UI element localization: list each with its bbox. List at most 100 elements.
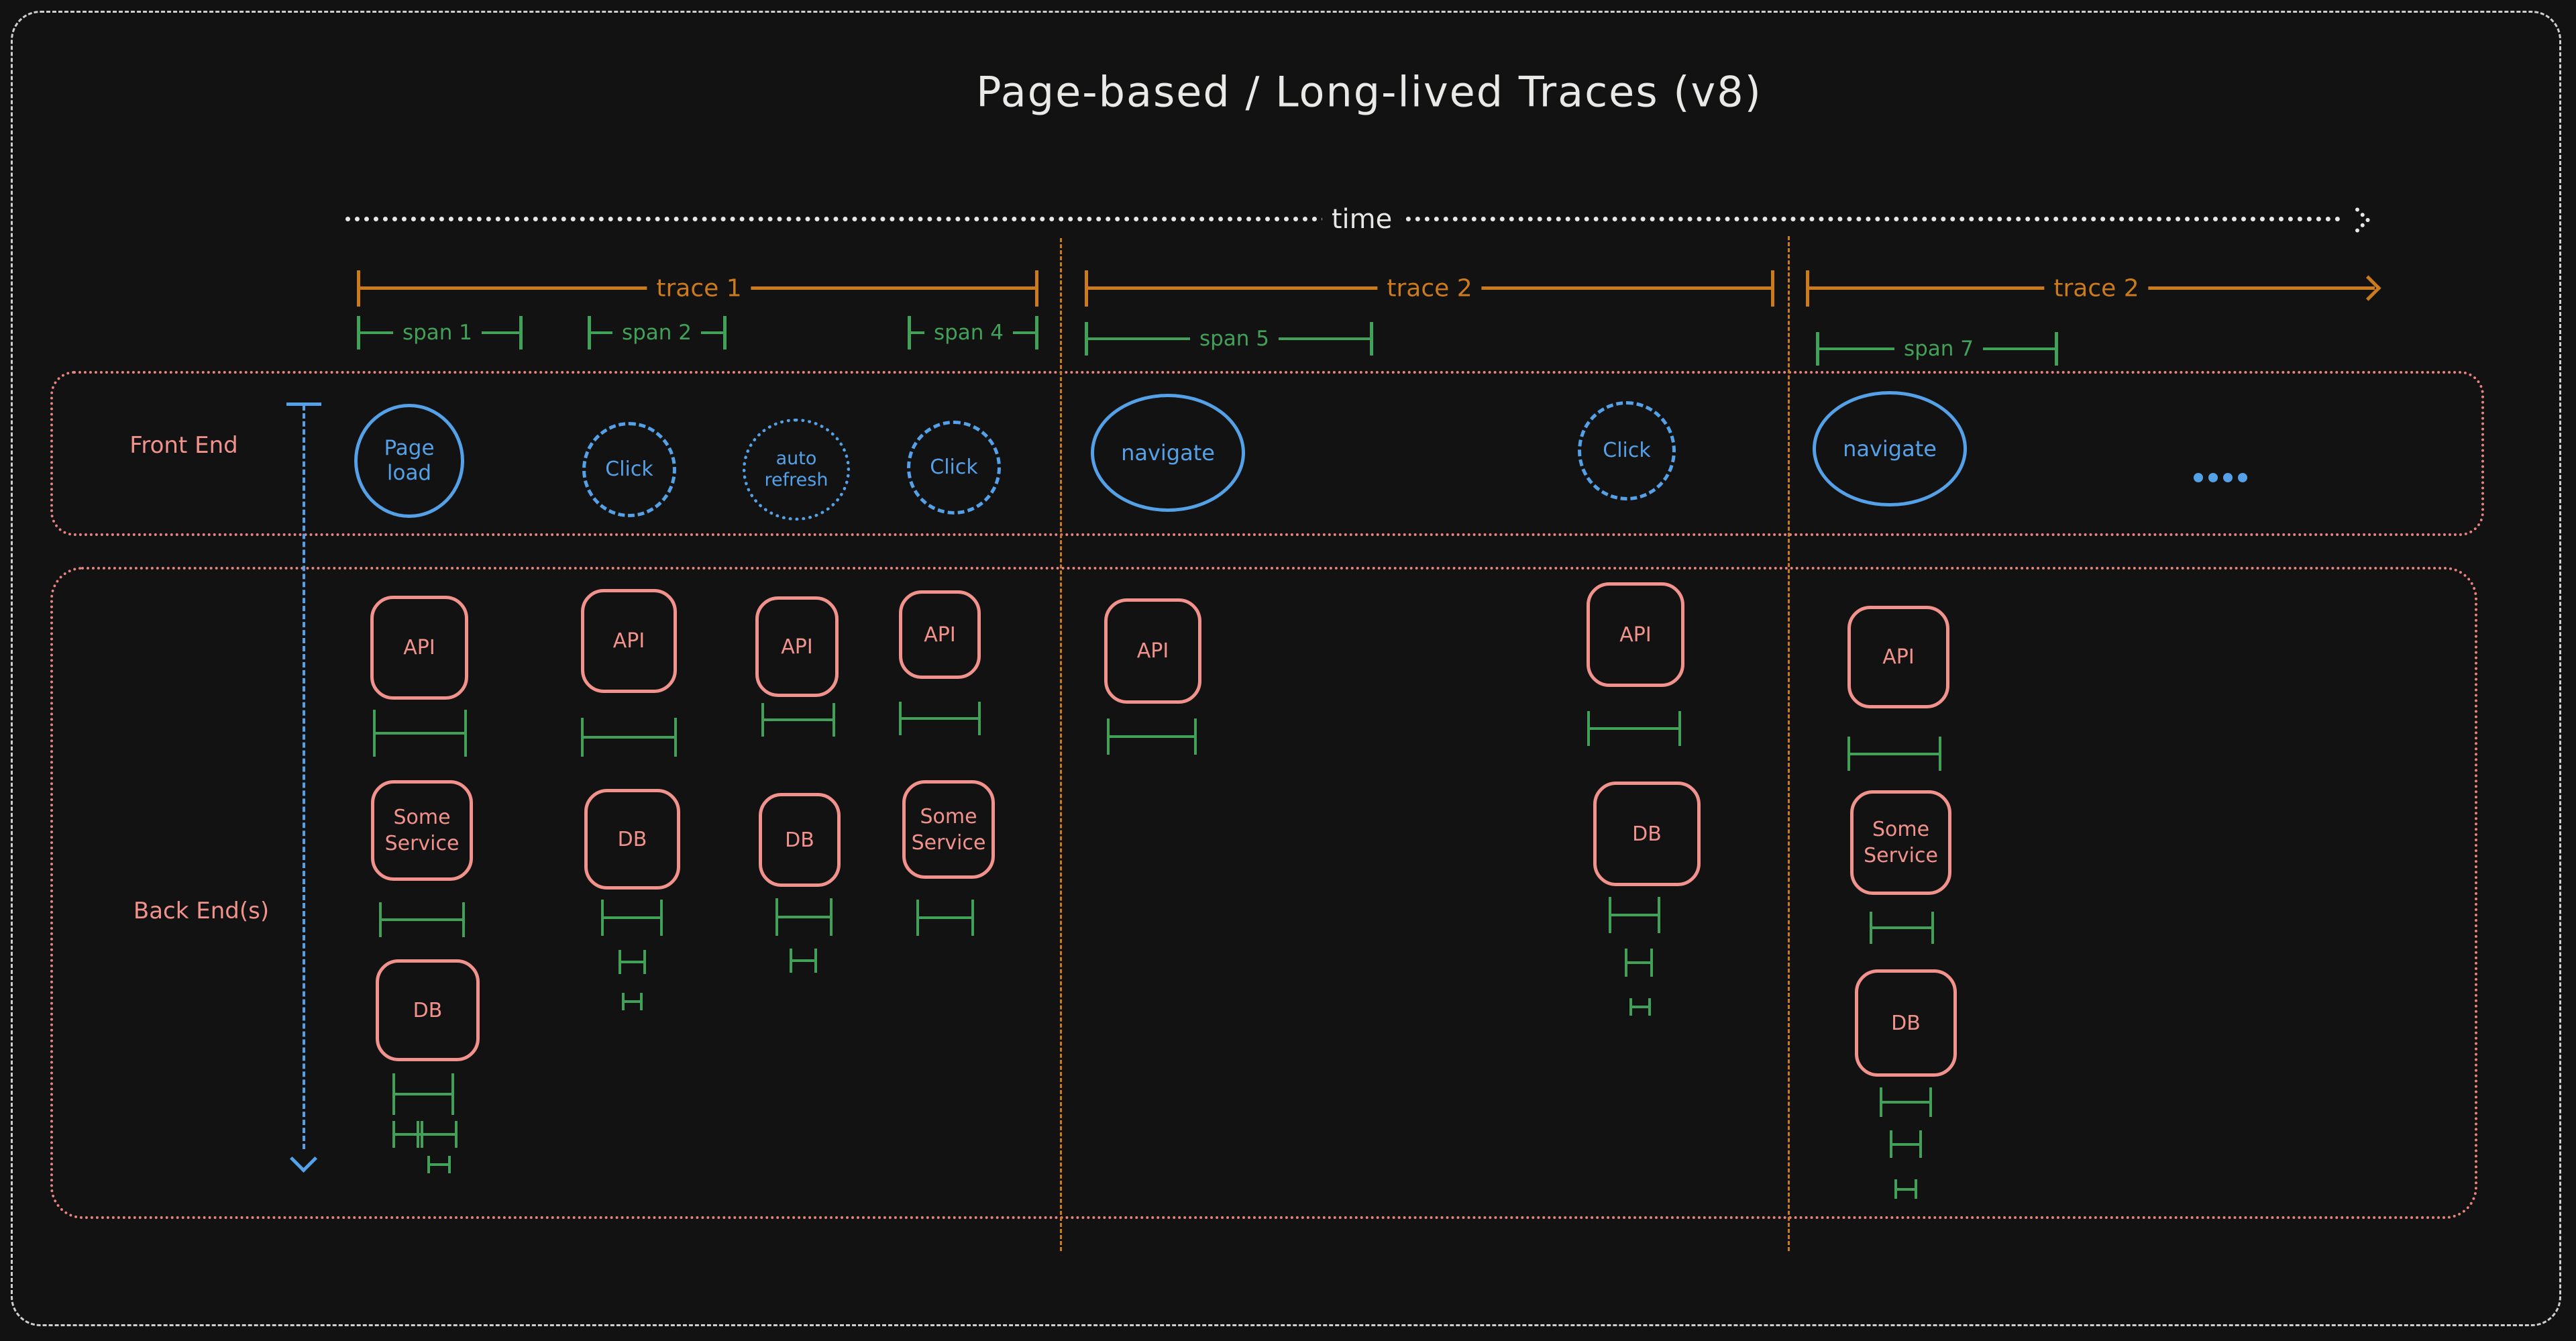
backend-span-line bbox=[419, 1133, 455, 1136]
span-bracket: span 4 bbox=[908, 316, 1038, 350]
ellipsis-dot bbox=[2223, 473, 2233, 482]
backend-box-label: API bbox=[1619, 623, 1652, 647]
backend-span-line bbox=[1882, 1101, 1929, 1104]
frontend-event-label: Click bbox=[930, 455, 978, 479]
backend-box-api: API bbox=[1104, 598, 1201, 704]
backend-span-bracket bbox=[601, 900, 663, 936]
backend-span-bracket bbox=[1625, 949, 1653, 977]
backend-span-bracket bbox=[581, 718, 677, 757]
backend-box-label: Service bbox=[384, 832, 460, 855]
backend-span-bracket bbox=[899, 702, 981, 735]
frontend-event-label: navigate bbox=[1121, 439, 1215, 466]
span-bracket: span 1 bbox=[357, 316, 523, 350]
backend-span-bracket bbox=[1107, 718, 1197, 755]
backend-span-line bbox=[1897, 1188, 1915, 1191]
backend-box-label: DB bbox=[785, 828, 814, 852]
backend-span-line bbox=[382, 918, 462, 921]
backend-span-line bbox=[604, 916, 660, 919]
backend-span-bracket bbox=[1890, 1130, 1922, 1158]
backend-box-label: DB bbox=[617, 827, 647, 851]
backend-span-line bbox=[1590, 727, 1678, 730]
backend-span-bracket bbox=[1894, 1179, 1917, 1199]
backend-box-label: DB bbox=[1891, 1011, 1921, 1035]
backend-span-line bbox=[584, 736, 674, 739]
backend-box-api: API bbox=[755, 596, 839, 697]
backend-box-label: API bbox=[924, 623, 956, 647]
frontend-event-click: Click bbox=[907, 421, 1001, 515]
backend-span-line bbox=[1632, 1006, 1648, 1008]
backend-span-bracket bbox=[427, 1156, 451, 1173]
frontend-event-label: Page bbox=[384, 435, 435, 460]
backend-box-api: API bbox=[1847, 606, 1949, 708]
trace-separator-line bbox=[1060, 238, 1062, 1251]
backend-box-api: API bbox=[1587, 582, 1684, 687]
backend-span-line bbox=[1611, 914, 1658, 916]
backend-box-label: DB bbox=[1632, 822, 1662, 846]
backend-span-bracket bbox=[417, 1121, 458, 1148]
backend-span-line bbox=[1110, 735, 1194, 738]
backend-span-line bbox=[1872, 926, 1931, 929]
backend-span-bracket bbox=[916, 900, 974, 936]
backend-span-line bbox=[778, 916, 830, 918]
frontend-event-label: load bbox=[386, 461, 432, 485]
backend-box-label: API bbox=[403, 636, 435, 659]
trace-bracket: trace 1 bbox=[357, 270, 1038, 307]
trace-label: trace 1 bbox=[647, 274, 751, 303]
backend-span-bracket bbox=[619, 950, 646, 974]
backend-span-bracket bbox=[392, 1073, 454, 1115]
backend-span-line bbox=[1850, 753, 1939, 755]
backend-box-label: API bbox=[1136, 639, 1169, 663]
backend-span-line bbox=[621, 961, 643, 963]
trace-label: trace 2 bbox=[1377, 274, 1482, 303]
backend-span-bracket bbox=[1847, 737, 1941, 771]
backend-span-bracket bbox=[373, 710, 467, 757]
backend-box-label: API bbox=[612, 629, 645, 653]
backend-span-line bbox=[376, 732, 464, 735]
span-label: span 7 bbox=[1894, 337, 1984, 361]
backend-span-line bbox=[919, 916, 971, 919]
span-label: span 5 bbox=[1189, 327, 1279, 351]
backend-span-line bbox=[430, 1163, 448, 1166]
backend-box-label: Service bbox=[1864, 844, 1938, 867]
backend-box-label: Some bbox=[1872, 818, 1930, 841]
span-bracket: span 2 bbox=[588, 316, 727, 350]
backend-span-bracket bbox=[1629, 998, 1651, 1016]
frontend-event-label: auto bbox=[775, 447, 817, 469]
ellipsis-dot bbox=[2238, 473, 2247, 482]
span-label: span 4 bbox=[924, 321, 1014, 345]
backend-span-bracket bbox=[790, 949, 817, 973]
backend-box-api: API bbox=[899, 590, 981, 679]
backend-box-label: Some bbox=[920, 804, 977, 828]
trace-label: trace 2 bbox=[2044, 274, 2149, 303]
backend-span-line bbox=[1892, 1143, 1919, 1146]
backend-box-label: API bbox=[781, 635, 813, 659]
outer-dashed-frame bbox=[11, 11, 2561, 1326]
timeline-top-cap bbox=[286, 403, 321, 406]
frontend-event-navigate: navigate bbox=[1091, 394, 1245, 512]
backend-span-line bbox=[764, 718, 833, 721]
backend-box-api: API bbox=[370, 596, 468, 700]
backend-span-bracket bbox=[1587, 711, 1681, 746]
span-label: span 1 bbox=[392, 321, 482, 345]
backend-span-bracket bbox=[775, 898, 833, 936]
span-bracket: span 5 bbox=[1085, 322, 1373, 356]
backend-span-bracket bbox=[379, 902, 465, 937]
back-end-lane-label: Back End(s) bbox=[133, 898, 270, 924]
backend-span-bracket bbox=[1880, 1087, 1932, 1117]
backend-span-line bbox=[395, 1093, 451, 1095]
trace-bracket: trace 2 bbox=[1806, 270, 2381, 307]
backend-span-bracket bbox=[622, 993, 643, 1010]
backend-span-line bbox=[792, 959, 814, 962]
page-title: Page-based / Long-lived Traces (v8) bbox=[976, 67, 1762, 117]
trace-bracket: trace 2 bbox=[1085, 270, 1774, 307]
backend-box-db: DB bbox=[1855, 969, 1957, 1077]
frontend-event-click: Click bbox=[1578, 401, 1676, 500]
span-bracket: span 7 bbox=[1816, 332, 2058, 366]
back-end-lane-box bbox=[50, 567, 2477, 1219]
backend-box-label: API bbox=[1882, 645, 1915, 669]
trace-separator-line bbox=[1788, 236, 1790, 1251]
